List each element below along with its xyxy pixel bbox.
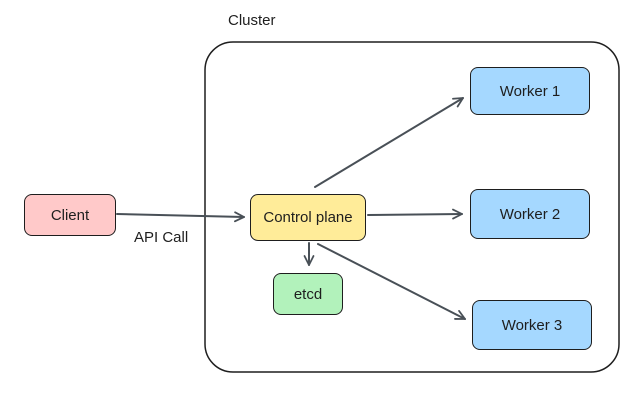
- worker-3-node[interactable]: Worker 3: [472, 300, 592, 350]
- arrow-control-plane-to-worker-2: [367, 208, 463, 220]
- worker-2-node[interactable]: Worker 2: [470, 189, 590, 239]
- arrow-client-to-control-plane: [116, 211, 245, 223]
- arrow-control-plane-to-worker-1: [314, 97, 464, 188]
- edge-label-api-call: API Call: [134, 229, 189, 246]
- cluster-boundary: [204, 41, 620, 373]
- cluster-label: Cluster: [228, 12, 276, 29]
- worker-1-node[interactable]: Worker 1: [470, 67, 590, 115]
- client-node[interactable]: Client: [24, 194, 116, 236]
- control-plane-node[interactable]: Control plane: [250, 194, 366, 241]
- etcd-node[interactable]: etcd: [273, 273, 343, 315]
- arrow-control-plane-to-worker-3: [317, 243, 466, 320]
